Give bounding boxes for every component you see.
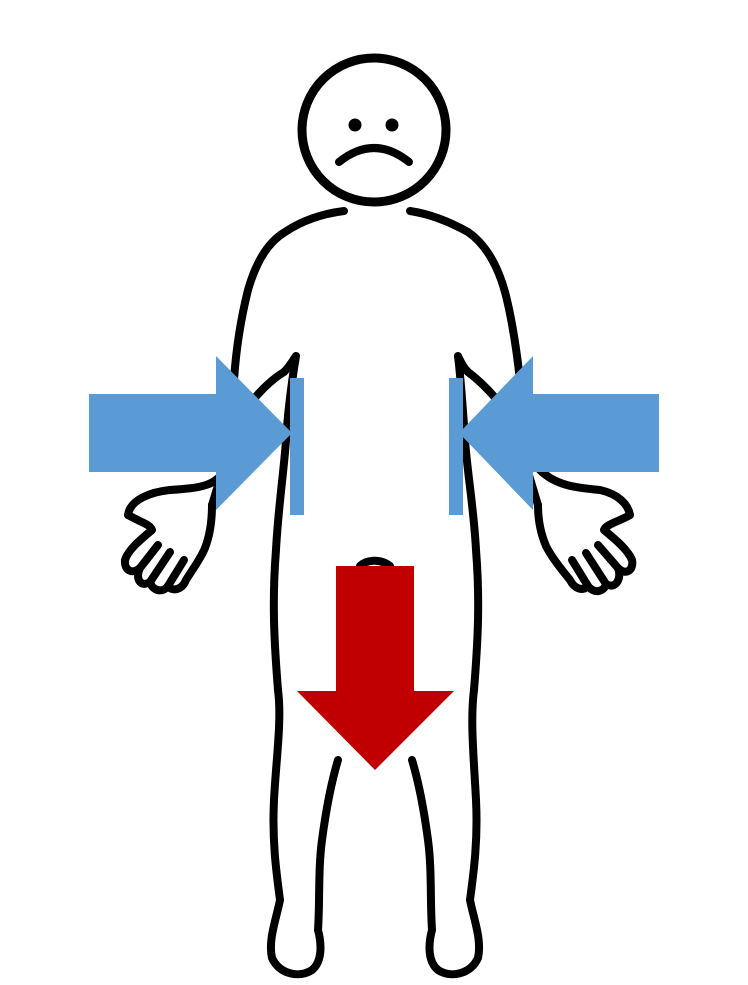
left-finger-2: [146, 548, 174, 586]
left-finger-1: [136, 541, 162, 572]
left-finger-3: [164, 556, 188, 590]
right-pressure-bar: [449, 378, 463, 515]
right-finger-1: [594, 541, 622, 572]
left-inward-arrow: [89, 356, 292, 510]
head: [297, 53, 451, 207]
downward-arrow: [297, 566, 454, 770]
right-eye: [385, 118, 399, 132]
left-leg-outer: [267, 686, 342, 979]
sad-mouth: [335, 144, 413, 166]
right-finger-3: [568, 556, 592, 590]
right-inward-arrow: [459, 356, 659, 510]
crotch: [356, 556, 394, 570]
left-pressure-bar: [290, 378, 304, 515]
right-finger-2: [582, 549, 610, 588]
pressure-bars: [290, 378, 463, 515]
left-hand: [120, 501, 216, 595]
right-leg-outer: [408, 686, 483, 979]
head-outline: [297, 53, 451, 207]
left-eye: [348, 118, 362, 132]
